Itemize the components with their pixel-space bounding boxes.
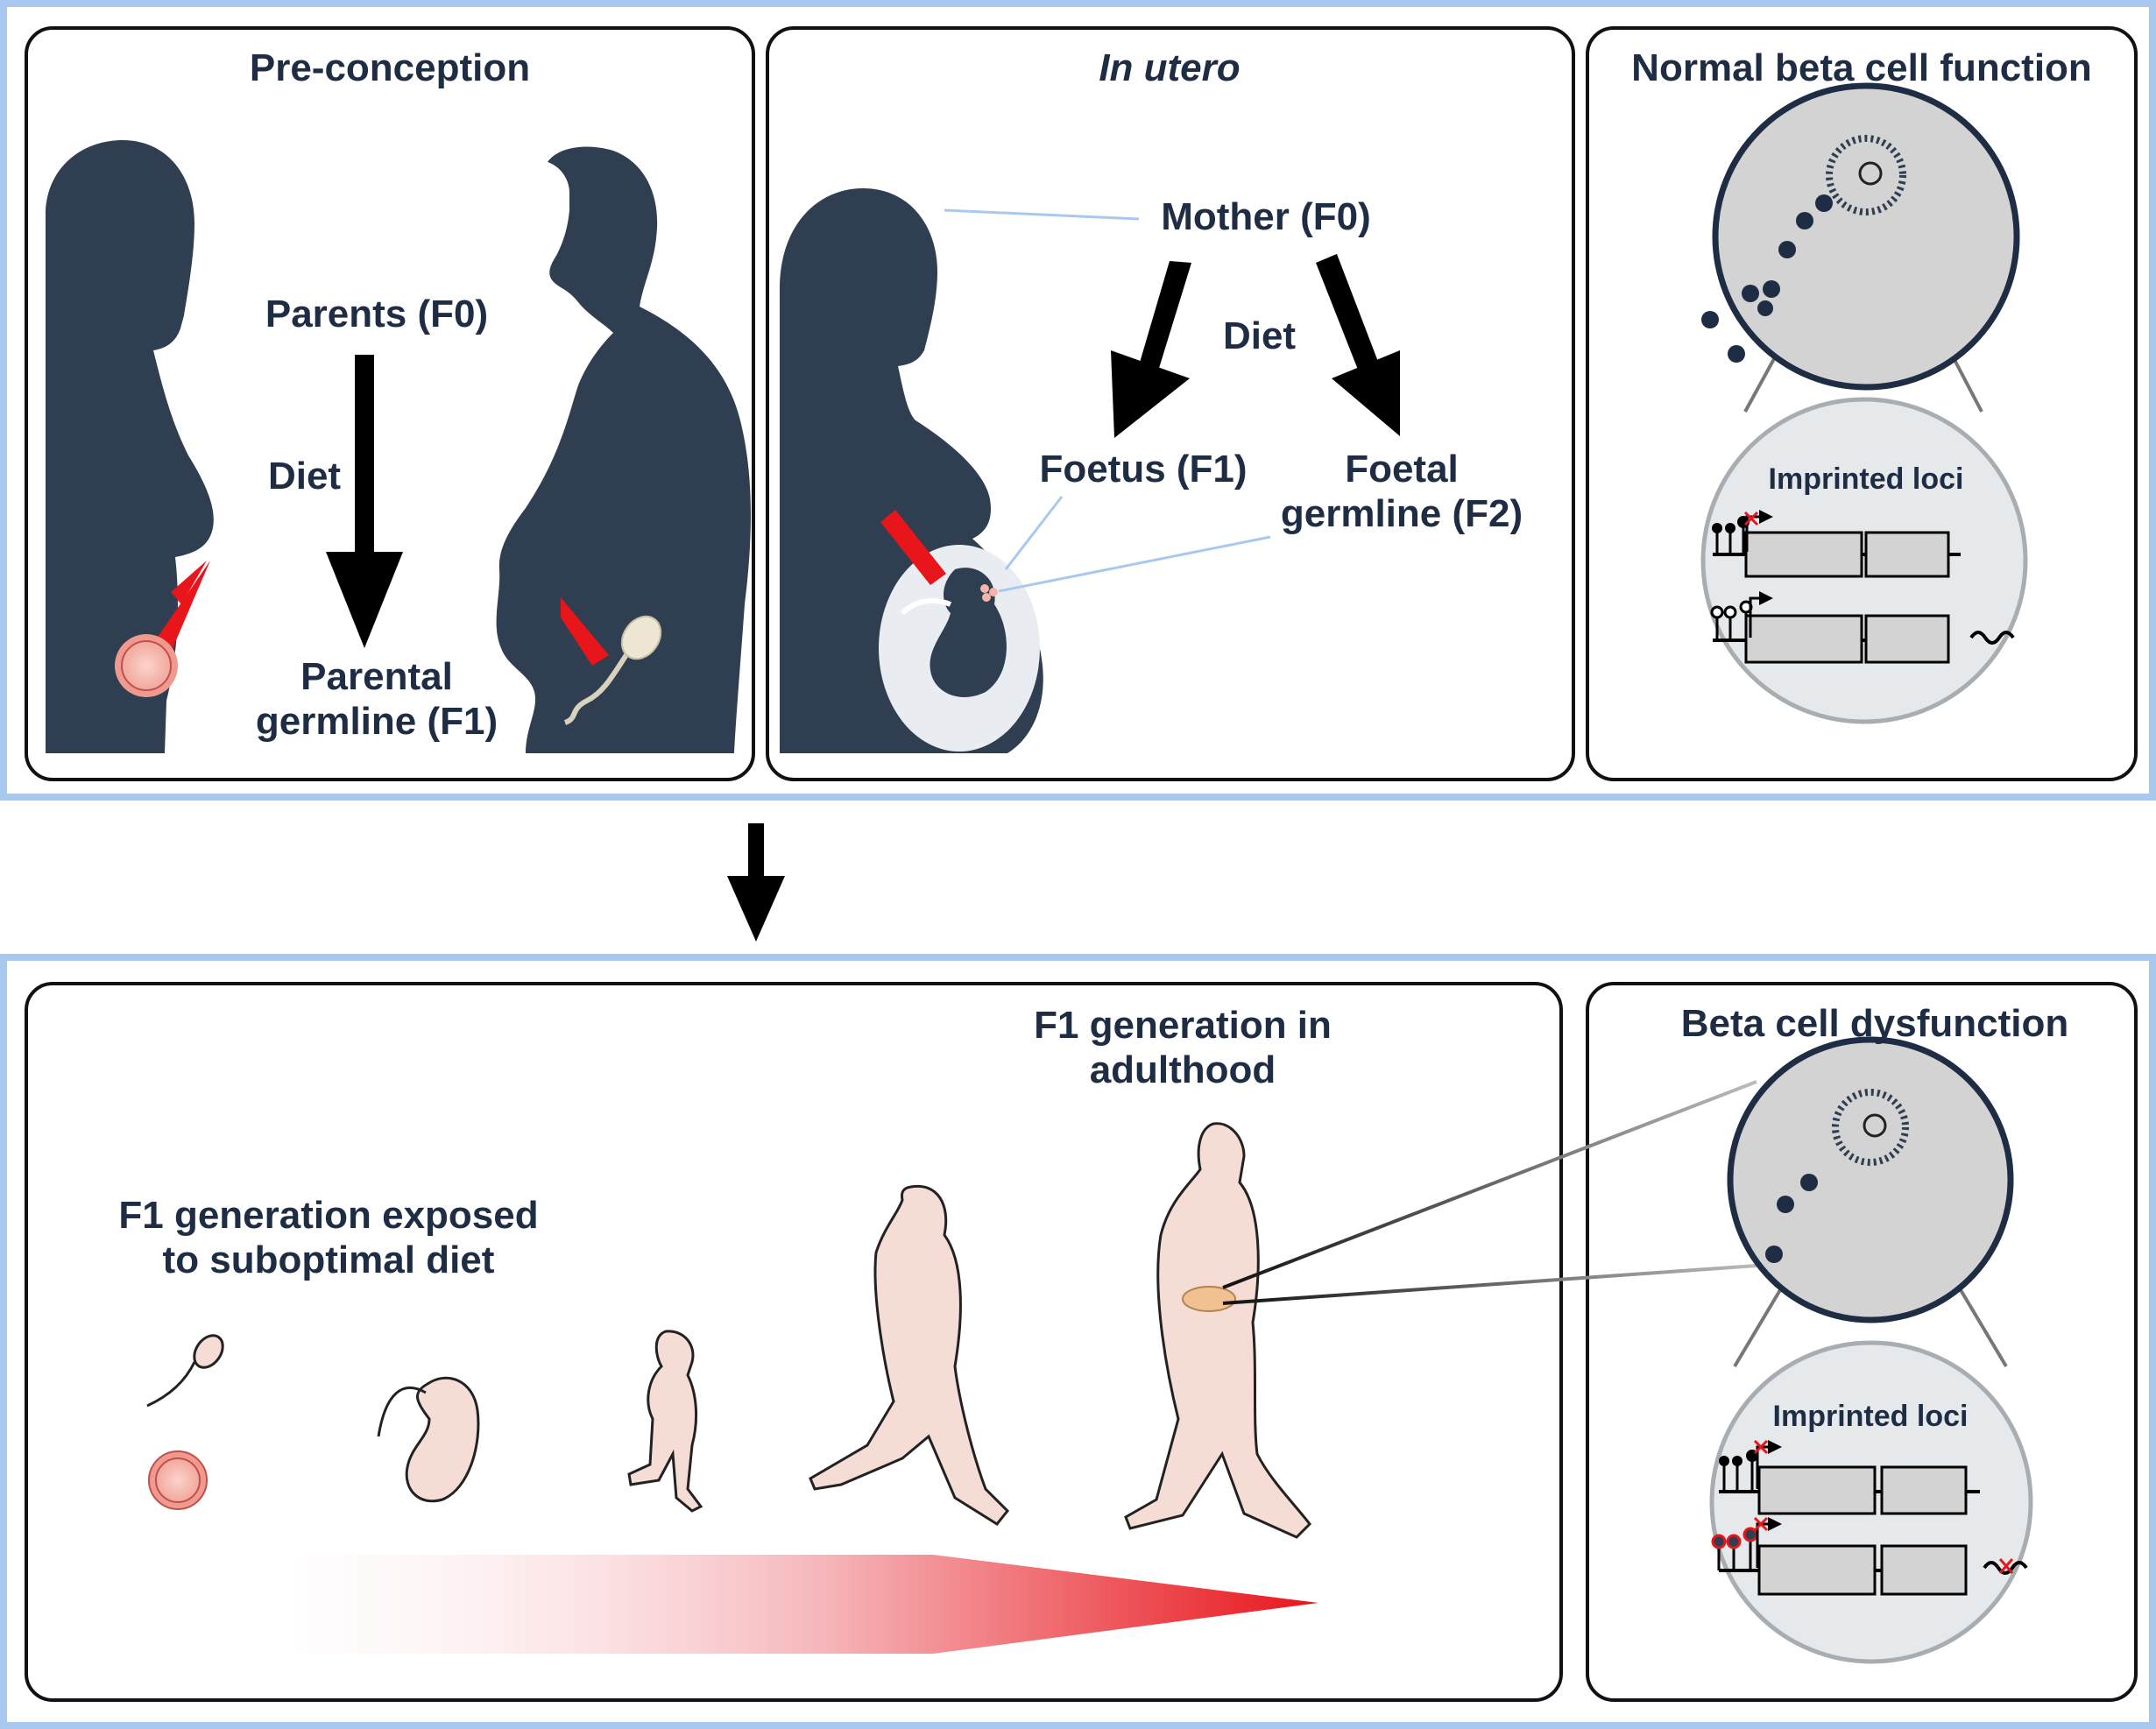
foetus-pointer-line: [1004, 496, 1064, 570]
normal-granule-core: [1858, 161, 1883, 186]
foetal-germline-label: Foetal germline (F2): [1253, 447, 1551, 536]
f1-development-panel: [25, 982, 1563, 1702]
top-frame: [0, 0, 2156, 801]
f1-adult-silhouette: [1124, 1122, 1311, 1539]
parental-germline-line1: Parental: [300, 655, 453, 698]
pancreas-zoom-line-bottom: [1222, 1264, 1757, 1305]
foetal-germline-line1: Foetal: [1345, 448, 1459, 490]
utero-arrow-to-germline-icon: [1316, 254, 1400, 436]
umbilical-cord: [900, 597, 952, 616]
f1-adult-label: F1 generation in adulthood: [1007, 1003, 1358, 1092]
dys-nucleus: [1832, 1089, 1909, 1166]
normal-nucleus: [1826, 135, 1906, 215]
foetus-label: Foetus (F1): [1039, 448, 1248, 490]
f1-child-silhouette: [627, 1330, 703, 1513]
man-silhouette: [496, 146, 751, 753]
f1-teen-silhouette: [809, 1184, 1010, 1526]
dys-loci-label: Imprinted loci: [1772, 1400, 1969, 1433]
utero-diet-label: Diet: [1222, 314, 1297, 357]
foetal-germ-cells-icon: [980, 584, 998, 602]
mother-label: Mother (F0): [1161, 195, 1371, 238]
normal-beta-cell: [1712, 82, 2020, 391]
dys-loci-gene-top: [1719, 1439, 1980, 1515]
sperm-cell-icon: [563, 615, 662, 725]
pre-red-arrow-left: [171, 561, 207, 604]
dys-insulin-granules: [1765, 1174, 1818, 1263]
pancreas-zoom-line-top: [1222, 1080, 1757, 1289]
utero-arrow-to-foetus-icon: [1111, 261, 1191, 438]
parents-label: Parents (F0): [265, 293, 489, 335]
normal-loci-gene-top: [1712, 510, 1961, 578]
foetal-germline-line2: germline (F2): [1280, 492, 1523, 536]
woman-silhouette: [46, 140, 214, 753]
f1-sperm-icon: [146, 1334, 224, 1408]
f1-egg-icon: [148, 1450, 208, 1510]
dys-beta-cell: [1727, 1036, 2014, 1323]
mother-pointer-line: [944, 208, 1140, 221]
preconception-diet-label: Diet: [267, 455, 342, 498]
pre-diet-arrow-icon: [326, 355, 403, 648]
red-gradient-wedge: [203, 1555, 1318, 1654]
f1-exposed-line1: F1 generation exposed: [118, 1194, 539, 1237]
f1-embryo-cord: [377, 1387, 427, 1437]
pre-red-arrow-right: [561, 597, 609, 666]
normal-loci-label: Imprinted loci: [1768, 462, 1964, 496]
f1-exposed-label: F1 generation exposed to suboptimal diet: [83, 1193, 574, 1282]
f1-adult-line1: F1 generation in: [1034, 1004, 1332, 1047]
parental-germline-label: Parental germline (F1): [219, 654, 534, 744]
preconception-title: Pre-conception: [249, 46, 531, 89]
egg-cell-icon: [115, 634, 178, 697]
utero-red-arrow: [880, 510, 946, 585]
f1-exposed-line2: to suboptimal diet: [162, 1239, 495, 1282]
dys-loci-gene-bottom: [1711, 1516, 2028, 1596]
pancreas-icon: [1182, 1286, 1236, 1312]
beta-dysfunction-title: Beta cell dysfunction: [1680, 1002, 2069, 1045]
down-arrow-icon: [727, 823, 785, 942]
normal-loci-gene-bottom: [1710, 591, 2015, 664]
normal-insulin-granules: [1701, 194, 1833, 363]
normal-beta-title: Normal beta cell function: [1631, 46, 2092, 89]
dys-granule-core: [1863, 1113, 1887, 1138]
f1-adult-line2: adulthood: [1089, 1048, 1276, 1092]
germline-pointer-line: [998, 535, 1271, 593]
bottom-frame: [0, 954, 2156, 1729]
f1-embryo-silhouette: [405, 1376, 480, 1503]
in-utero-title: In utero: [1099, 46, 1241, 89]
pre-red-arrow-left-body: [156, 561, 210, 653]
parental-germline-line2: germline (F1): [255, 700, 498, 744]
